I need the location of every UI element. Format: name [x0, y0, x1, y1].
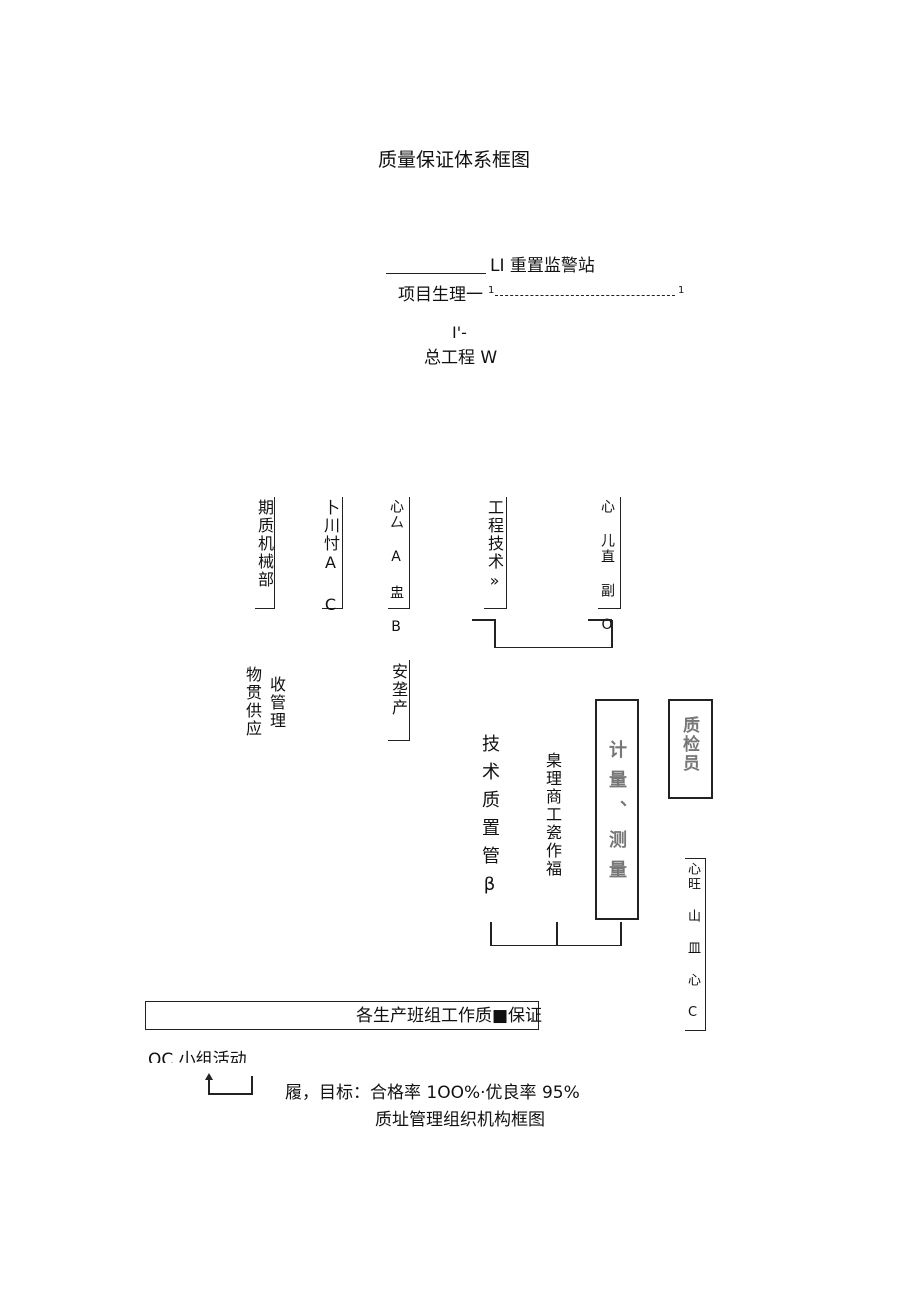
department-label-3: 心厶 A 盅 B [388, 499, 404, 637]
quality-goal: 履，目标：合格率 1OO%·优良率 95% [285, 1083, 580, 1103]
inspector-label: 质检员 [679, 716, 699, 773]
measurement-box [595, 699, 639, 920]
department-label-5: 心 儿直 副 O [599, 499, 615, 635]
right-tall-label: 心旺 山 皿 心 C [685, 862, 700, 1022]
production-teams-bar [145, 1001, 539, 1030]
department-label-2: 卜川忖A C [321, 499, 340, 616]
bracket-top-left [472, 619, 496, 621]
lower-bracket-right [620, 922, 622, 946]
department-box-5 [598, 497, 621, 609]
feedback-arrow-head [205, 1073, 213, 1080]
mid-column-label: 臬理商工瓷作福 [543, 752, 562, 878]
qc-activity-label: OC 小组活动 [148, 1050, 247, 1064]
chief-engineer: 总工程 W [424, 348, 498, 368]
lower-bracket-left [490, 922, 492, 946]
bracket-bottom [494, 647, 613, 648]
measurement-label: 计量、测量 [606, 740, 627, 890]
production-teams-label: 各生产班组工作质■保证 [356, 1006, 543, 1026]
qc-activity-clip: OC 小组活动 [148, 1050, 258, 1064]
tech-quality-management: 技术质置管β [479, 734, 500, 905]
bracket-top-right [588, 619, 612, 621]
page-title: 质量保证体系框图 [378, 149, 531, 171]
lower-bracket-bottom [490, 945, 622, 946]
inspector-box [668, 699, 713, 799]
feedback-arrow-stem [208, 1078, 210, 1094]
feedback-arrow-right [251, 1076, 253, 1095]
department-box-3 [388, 497, 410, 609]
bracket-left-leg [494, 620, 496, 648]
manager-line-mark-right: 1 [678, 285, 685, 296]
department-box-2 [322, 497, 343, 609]
material-supply-label: 物贯供应 [243, 666, 262, 738]
lower-bracket-mid [556, 922, 558, 946]
manager-line-mark-left: 1 [488, 285, 495, 296]
department-box-4 [484, 497, 507, 609]
safety-label: 安垄产 [389, 663, 408, 717]
connector-mark: I'- [452, 323, 467, 342]
department-label-4: 工程技术» [485, 499, 504, 592]
dashed-connector [495, 295, 675, 296]
acceptance-management-label: 收管理 [267, 676, 286, 730]
feedback-arrow-base [208, 1093, 252, 1095]
diagram-subtitle: 质址管理组织机构框图 [375, 1110, 545, 1130]
department-label-1: 期质机械部 [255, 499, 274, 589]
department-box-1 [255, 497, 275, 609]
bracket-right-leg [611, 620, 613, 648]
safety-box [388, 660, 410, 741]
supervision-line [386, 273, 486, 274]
right-tall-box [685, 858, 706, 1031]
supervision-station: LI 重置监警站 [490, 256, 595, 276]
project-manager: 项目生理一 [398, 285, 483, 305]
